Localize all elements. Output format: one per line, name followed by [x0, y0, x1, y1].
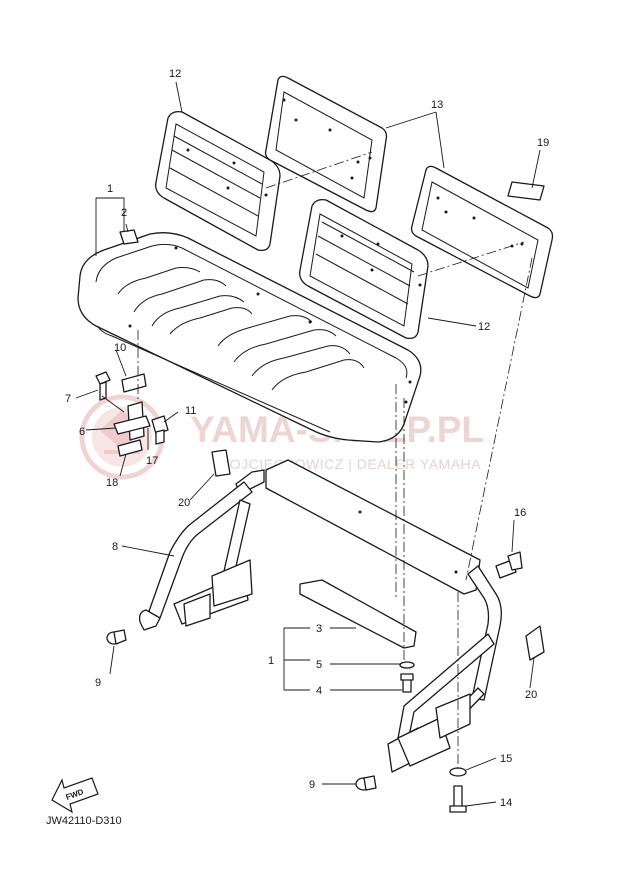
callout-7: 7 [65, 393, 71, 405]
callout-17: 17 [146, 455, 158, 467]
backrest-frame-right [410, 165, 554, 299]
callout-13: 13 [431, 99, 443, 111]
callout-3: 3 [316, 623, 322, 635]
callout-6: 6 [79, 426, 85, 438]
callout-8: 8 [112, 541, 118, 553]
callout-18: 18 [106, 477, 118, 489]
assembly-lines [137, 151, 533, 770]
fwd-arrow-icon: FWD [51, 777, 99, 814]
labels-20 [211, 449, 545, 661]
backrest-frame-top [264, 75, 388, 213]
bolt-14 [449, 767, 467, 813]
callout-19: 19 [537, 137, 549, 149]
callout-5: 5 [316, 659, 322, 671]
callout-12-right: 12 [478, 321, 490, 333]
callout-4: 4 [316, 685, 322, 697]
callout-12-top: 12 [169, 68, 181, 80]
callout-1-mid: 1 [268, 655, 274, 667]
callout-14: 14 [500, 797, 512, 809]
backrest-right [299, 198, 429, 340]
callout-2: 2 [121, 207, 127, 219]
callout-10: 10 [114, 342, 126, 354]
callout-11: 11 [185, 405, 196, 417]
seat-frame-right [387, 565, 502, 773]
seat-cushion [77, 229, 422, 443]
seat-frame-left [138, 469, 265, 631]
diagram-code: JW42110-D310 [46, 815, 122, 827]
backrest-left [155, 110, 281, 252]
bracket-assembly [299, 579, 417, 693]
callout-1-top: 1 [107, 183, 113, 195]
watermark-subtitle: WOJCIECHOWICZ | DEALER YAMAHA [216, 456, 481, 472]
leader-lines [75, 81, 541, 807]
callout-20-left: 20 [178, 497, 190, 509]
seat-frame-plate [265, 459, 481, 595]
callout-15: 15 [500, 753, 512, 765]
callout-9-left: 9 [95, 677, 101, 689]
end-caps [106, 629, 377, 791]
callout-20-right: 20 [525, 689, 537, 701]
callout-9-bottom: 9 [309, 779, 315, 791]
label-sticker [507, 181, 545, 201]
hinge-hardware [95, 371, 169, 457]
callout-16: 16 [514, 507, 526, 519]
callout-numbers: 1 2 12 13 19 12 10 7 6 11 17 18 20 8 9 1… [65, 68, 549, 809]
bolt-16 [495, 551, 523, 579]
